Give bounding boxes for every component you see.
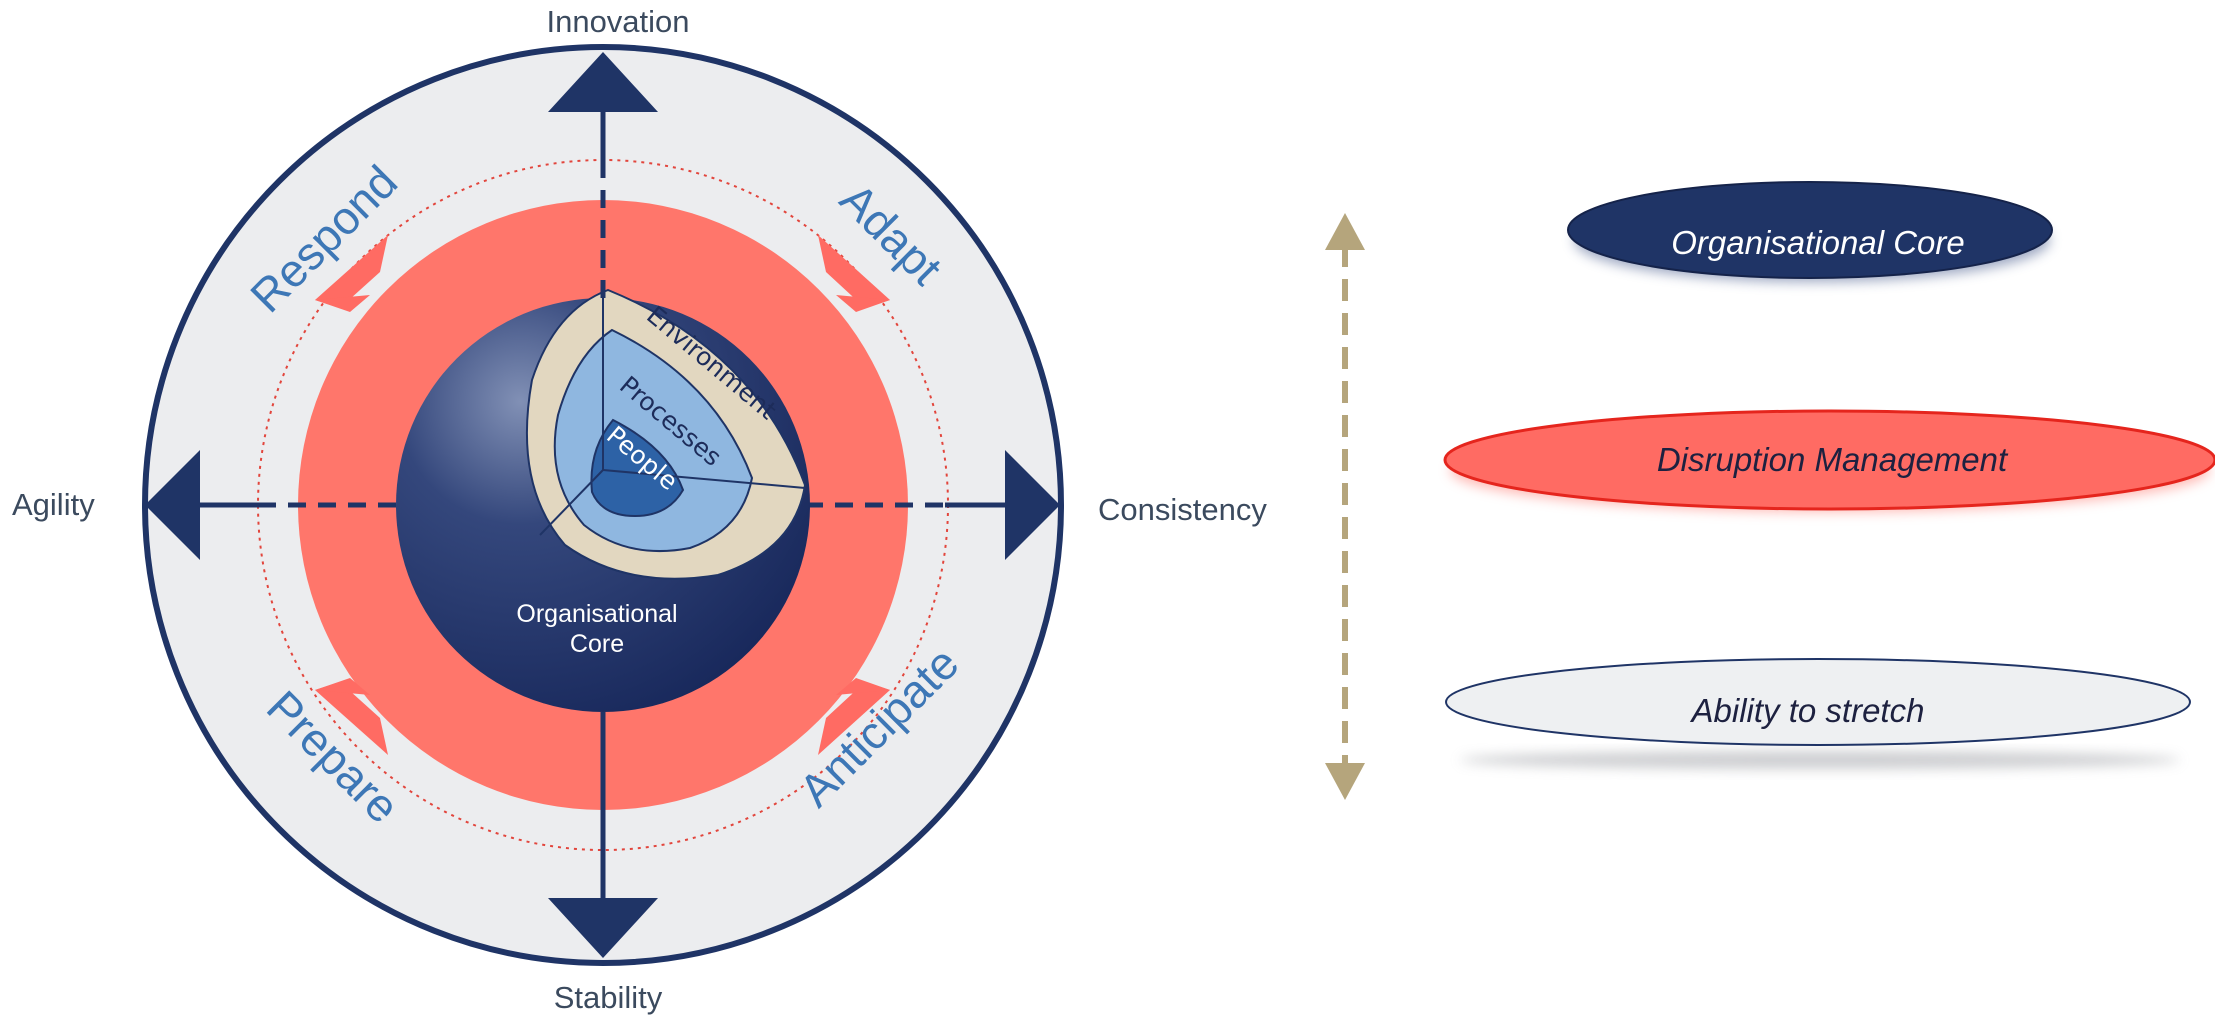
core-cutaway [525,288,807,580]
legend-stretch-label: Ability to stretch [1690,692,1925,729]
core-label-line1: Organisational [516,600,677,628]
stability-arrow-icon [548,898,658,958]
respond-chevron-icon-b [315,295,370,312]
prepare-chevron-icon [315,682,388,755]
stretch-double-arrow [1325,213,1365,800]
innovation-arrow-icon [548,52,658,112]
legend-disruption-label: Disruption Management [1657,441,2009,478]
axes [200,110,1005,900]
consistency-arrow-icon [1005,450,1060,560]
anticipate-chevron-icon-b [836,678,890,695]
axis-label-consistency: Consistency [1098,492,1267,527]
axis-label-agility: Agility [12,487,95,522]
adapt-chevron-icon-b [836,295,890,312]
up-arrow-icon [1325,213,1365,250]
legend-stretch-shadow [1460,751,2180,769]
respond-chevron-icon [315,235,388,308]
legend-stretch-ellipse [1445,658,2191,746]
axis-label-innovation: Innovation [546,4,689,39]
axis-label-stability: Stability [554,980,663,1015]
prepare-chevron-icon-b [315,678,370,695]
legend: Organisational Core Disruption Managemen… [1443,181,2215,769]
people-layer [590,418,685,518]
anticipate-chevron-icon [818,682,890,755]
core-label-line2: Core [570,630,624,658]
adapt-chevron-icon [818,235,890,308]
legend-disruption-ellipse [1443,409,2215,511]
chevron-icons [315,235,890,755]
down-arrow-icon [1325,763,1365,800]
legend-core-label: Organisational Core [1671,224,1965,261]
legend-core-ellipse [1567,181,2053,279]
agility-arrow-icon [145,450,200,560]
